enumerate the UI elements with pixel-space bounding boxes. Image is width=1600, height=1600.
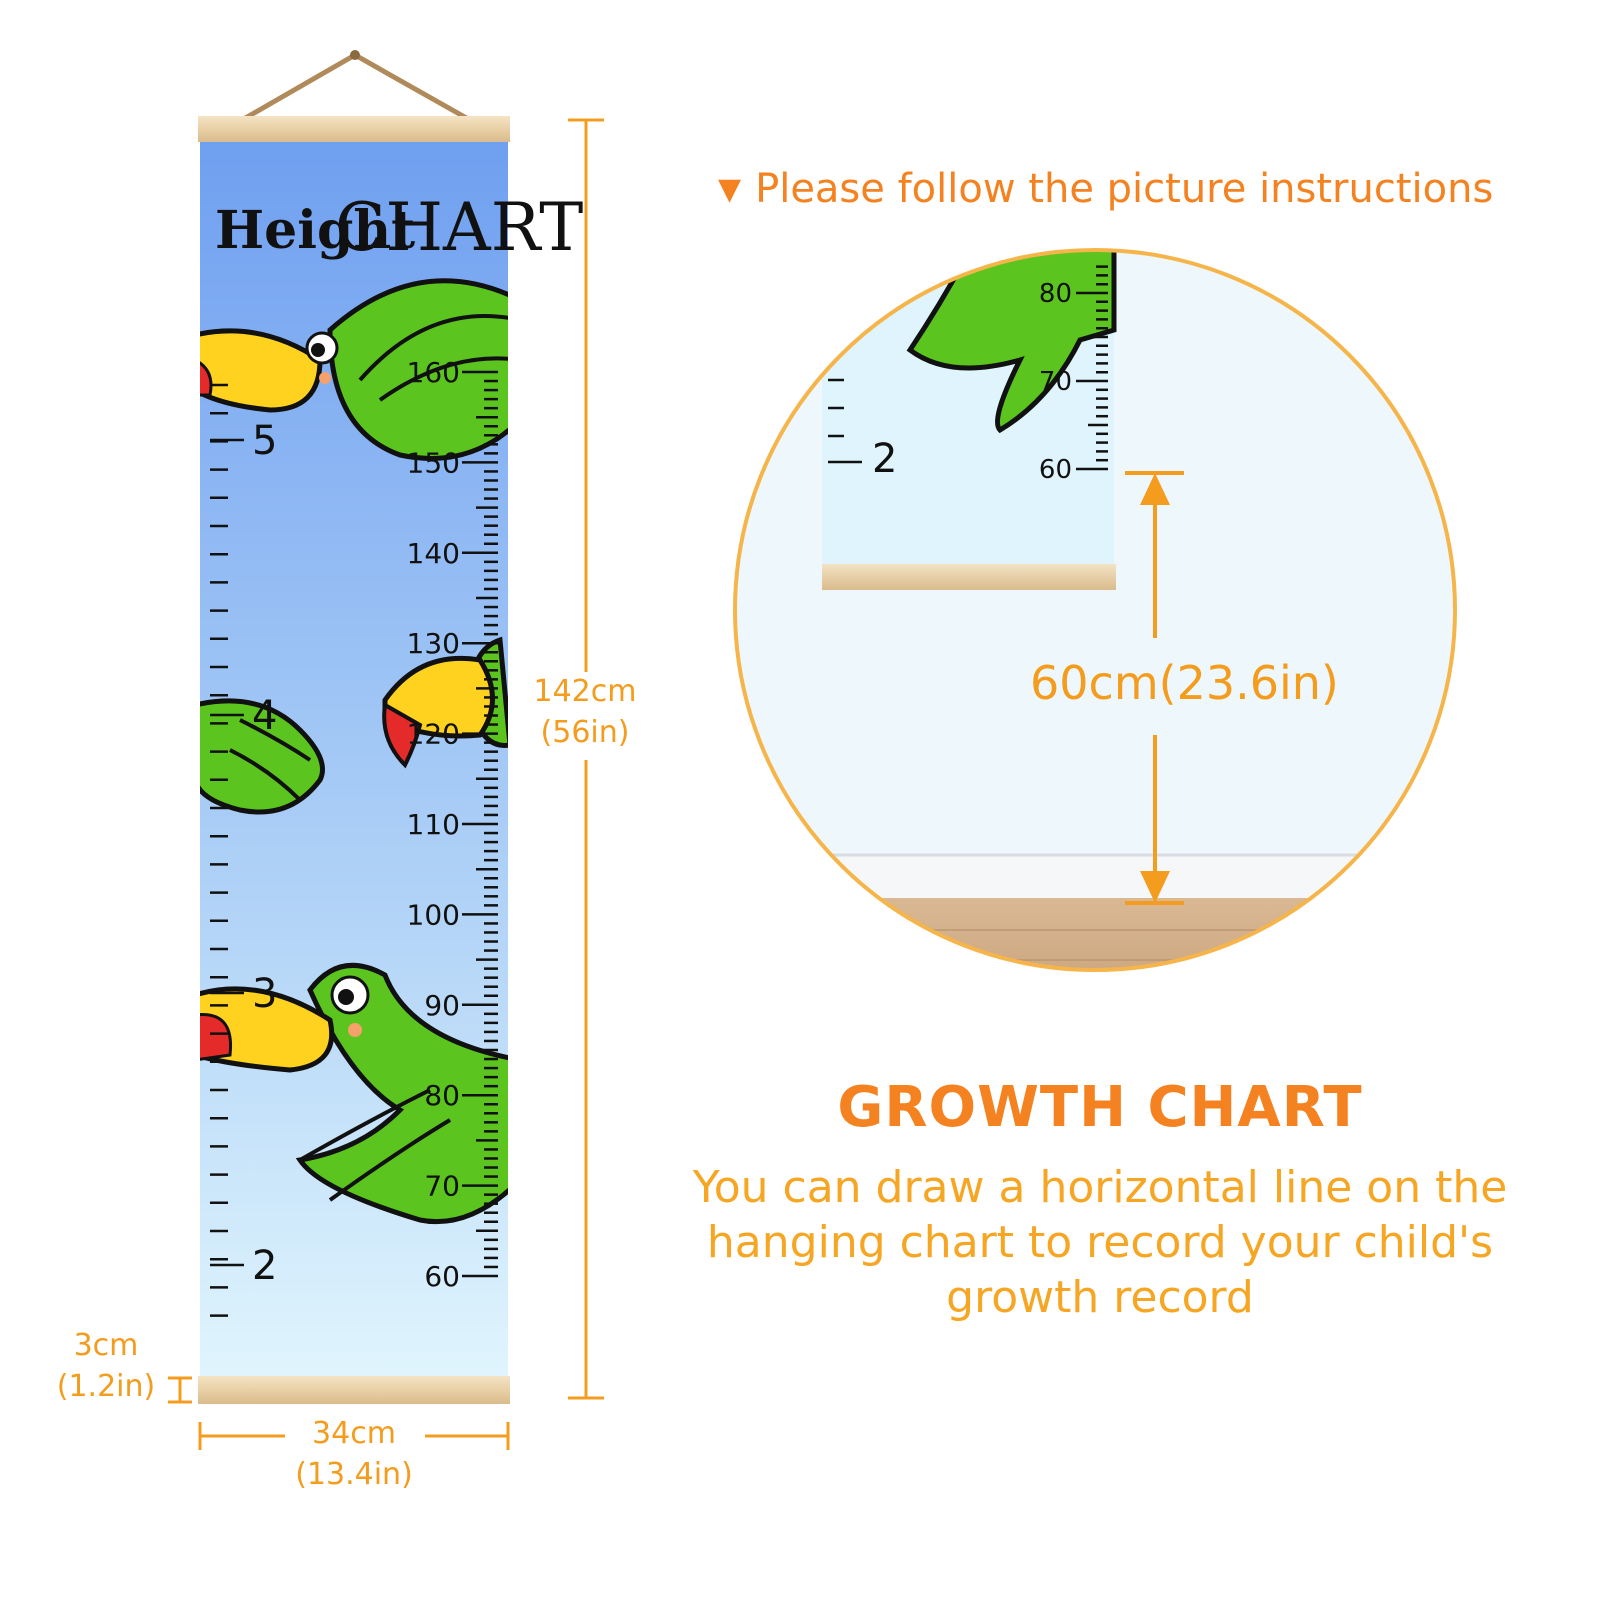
cm-label: 120 [407, 718, 460, 751]
zoomed-ft-label: 2 [872, 436, 897, 482]
parrot-illustration-middle-left [200, 698, 325, 815]
rod-thickness-dimension [168, 1376, 192, 1404]
parrot-illustration-top [200, 278, 508, 461]
zoomed-bottom-rod [822, 564, 1116, 590]
zoom-cm-label: 60 [1039, 455, 1072, 485]
width-in-text: (13.4in) [295, 1456, 413, 1492]
cm-ruler [462, 370, 498, 1278]
cm-label: 140 [407, 537, 460, 570]
rod-in-text: (1.2in) [56, 1368, 156, 1404]
width-dimension-label: 34cm (13.4in) [280, 1414, 428, 1495]
instruction-line: ▼ Please follow the picture instructions [718, 166, 1493, 212]
growth-chart-heading: GROWTH CHART [837, 1075, 1363, 1140]
hanging-height-chart: Height CHART 160 150 140 130 120 110 100 90 80 70… [168, 50, 604, 1450]
wood-floor [735, 898, 1455, 970]
down-triangle-icon: ▼ [718, 172, 742, 207]
width-dimension [198, 1422, 510, 1450]
floor-gap-arrow [1125, 471, 1184, 905]
ft-label: 5 [252, 418, 277, 464]
baseboard [735, 852, 1455, 900]
growth-chart-description: You can draw a horizontal line on the ha… [692, 1162, 1508, 1323]
ft-label: 4 [252, 693, 277, 739]
chart-title-chart: CHART [335, 189, 583, 266]
height-dimension [568, 118, 604, 1400]
ft-label: 3 [252, 971, 277, 1017]
top-wooden-rod [198, 116, 510, 142]
zoom-cm-label: 70 [1039, 367, 1072, 397]
zoom-cm-label: 80 [1039, 279, 1072, 309]
rod-cm-text: 3cm [73, 1328, 139, 1363]
floor-gap-label: 60cm(23.6in) [1030, 656, 1339, 710]
height-dimension-label: 142cm (56in) [520, 672, 650, 753]
height-cm-text: 142cm [533, 674, 637, 709]
height-in-text: (56in) [540, 714, 630, 750]
cm-label: 90 [424, 989, 460, 1022]
zoom-detail-circle: 80 70 60 2 [733, 248, 1457, 972]
instruction-text: Please follow the picture instructions [755, 166, 1494, 212]
cm-label: 100 [407, 898, 460, 931]
cm-label: 60 [424, 1260, 460, 1293]
hanging-rope [240, 52, 472, 123]
parrot-illustration-bottom [200, 962, 508, 1225]
cm-label: 130 [407, 627, 460, 660]
cm-label: 110 [407, 808, 460, 841]
chart-title-height: Height [215, 200, 415, 261]
parrot-illustration-middle-right [382, 636, 508, 769]
cm-label: 160 [407, 356, 460, 389]
cm-label: 70 [424, 1170, 460, 1203]
ft-ruler [210, 383, 244, 1317]
bottom-wooden-rod [198, 1376, 510, 1404]
cm-label: 80 [424, 1079, 460, 1112]
rod-dimension-label: 3cm (1.2in) [40, 1326, 172, 1407]
width-cm-text: 34cm [312, 1416, 396, 1451]
ft-label: 2 [252, 1243, 277, 1289]
cm-label: 150 [407, 446, 460, 479]
